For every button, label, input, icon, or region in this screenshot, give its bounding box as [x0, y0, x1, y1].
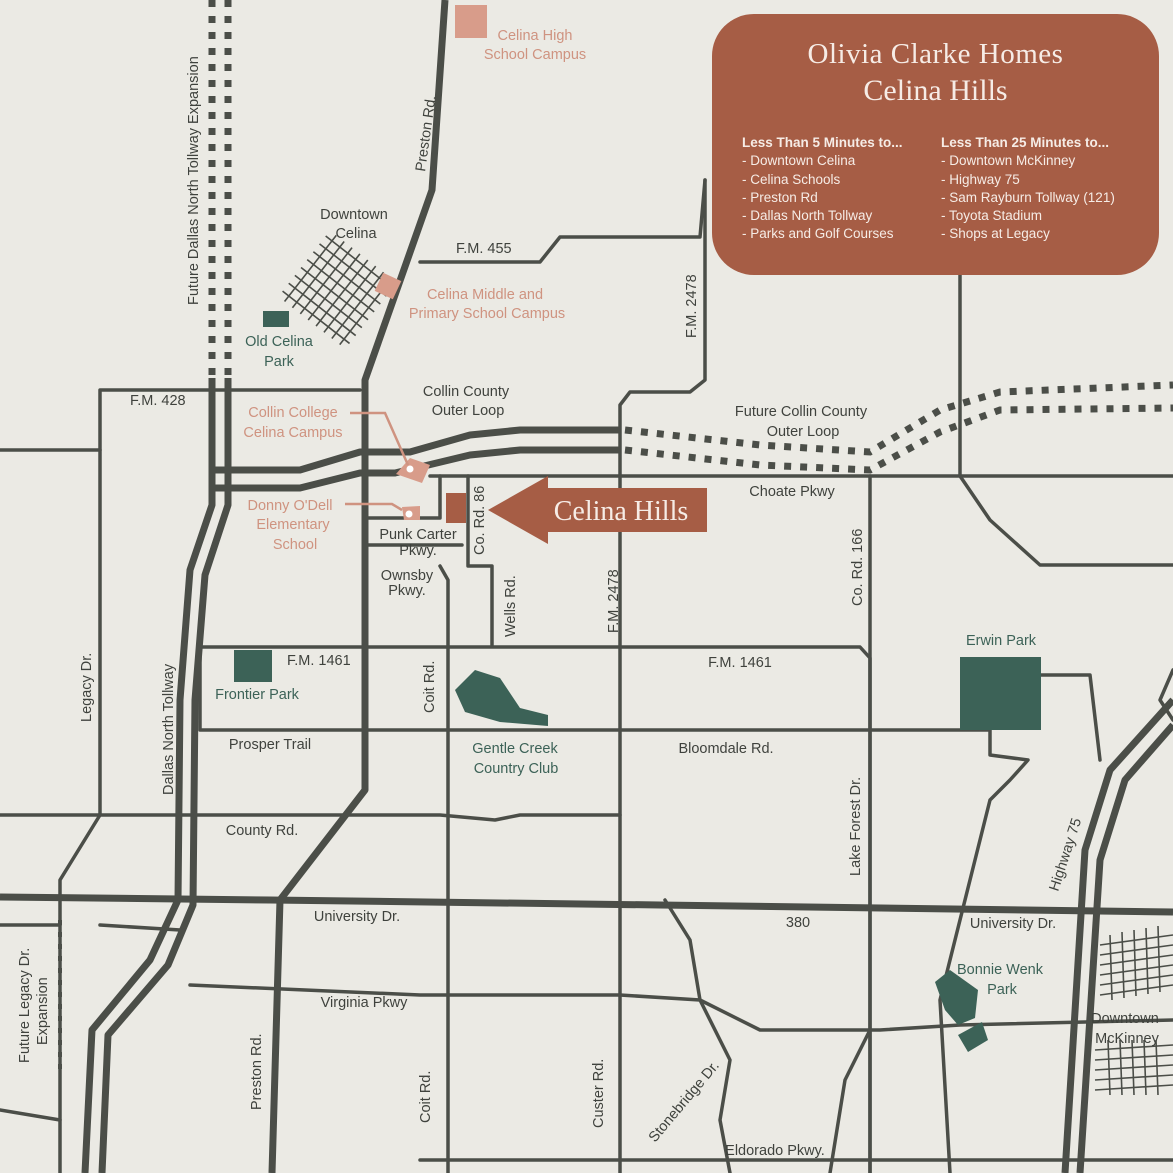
celina-hills-arrow-label: Celina Hills	[554, 496, 689, 527]
label-university-w: University Dr.	[314, 909, 400, 925]
list-item: - Highway 75	[941, 171, 1020, 187]
label-bonnie-wenk-2: Park	[987, 982, 1018, 998]
label-future-legacy-2: Expansion	[35, 977, 51, 1045]
bonnie-wenk-park[interactable]	[935, 970, 988, 1052]
label-coit-n: Coit Rd.	[422, 661, 438, 713]
label-gentle-creek: Gentle Creek	[472, 741, 558, 757]
label-cr86: Co. Rd. 86	[472, 486, 488, 555]
old-celina-park[interactable]	[263, 311, 289, 327]
label-fm2478-s: F.M. 2478	[606, 569, 622, 633]
label-punk-carter: Punk Carter	[379, 527, 457, 543]
label-celina-middle-2: Primary School Campus	[409, 306, 565, 322]
label-university-e: University Dr.	[970, 916, 1056, 932]
label-highway75: Highway 75	[1047, 816, 1086, 893]
label-coit-s: Coit Rd.	[418, 1071, 434, 1123]
label-lake-forest: Lake Forest Dr.	[848, 777, 864, 876]
label-380: 380	[786, 915, 810, 931]
future-roads	[58, 0, 1173, 1070]
label-collin-college-2: Celina Campus	[243, 425, 342, 441]
label-old-celina-park: Old Celina	[245, 334, 314, 350]
elementary-leader-line	[345, 502, 403, 512]
community-title: Celina Hills	[863, 74, 1008, 107]
college-leader-line	[350, 411, 410, 466]
label-fm428: F.M. 428	[130, 393, 186, 409]
list-item: - Toyota Stadium	[941, 208, 1043, 224]
label-downtown-celina-2: Celina	[335, 226, 377, 242]
label-future-outer-loop-2: Outer Loop	[767, 424, 840, 440]
celina-high-school-marker[interactable]	[455, 5, 487, 38]
downtown-mckinney-grid	[1094, 925, 1173, 1096]
label-old-celina-park-2: Park	[264, 354, 295, 370]
label-legacy: Legacy Dr.	[79, 653, 95, 722]
list-item: - Dallas North Tollway	[742, 208, 873, 224]
label-punk-carter-2: Pkwy.	[399, 543, 437, 559]
list-item: - Sam Rayburn Tollway (121)	[941, 189, 1115, 205]
label-fm2478-n: F.M. 2478	[684, 274, 700, 338]
five-minute-list: Less Than 5 Minutes to... - Downtown Cel…	[742, 134, 903, 244]
roads	[0, 178, 1173, 1173]
label-future-legacy: Future Legacy Dr.	[17, 948, 33, 1063]
label-fm1461-w: F.M. 1461	[287, 653, 351, 669]
label-collin-college: Collin College	[248, 405, 337, 421]
info-box: Olivia Clarke Homes Celina Hills Less Th…	[712, 14, 1159, 275]
label-county: County Rd.	[226, 823, 299, 839]
list-item: - Celina Schools	[742, 171, 841, 187]
label-stonebridge: Stonebridge Dr.	[646, 1058, 723, 1145]
label-frontier-park: Frontier Park	[215, 687, 300, 703]
collin-college-dot	[406, 465, 414, 473]
list-item: - Shops at Legacy	[941, 226, 1050, 242]
label-virginia: Virginia Pkwy	[321, 995, 409, 1011]
label-ownsby-2: Pkwy.	[388, 583, 426, 599]
celina-middle-school-marker[interactable]	[374, 272, 402, 300]
list-item: - Preston Rd	[742, 189, 818, 205]
label-downtown-celina: Downtown	[320, 207, 388, 223]
list-item: - Downtown Celina	[742, 153, 856, 169]
label-future-outer-loop: Future Collin County	[735, 404, 868, 420]
label-prosper: Prosper Trail	[229, 737, 311, 753]
erwin-park[interactable]	[960, 657, 1041, 730]
label-outer-loop: Collin County	[423, 384, 510, 400]
label-future-dnt: Future Dallas North Tollway Expansion	[186, 56, 202, 305]
label-bonnie-wenk: Bonnie Wenk	[957, 962, 1044, 978]
label-fm1461-e: F.M. 1461	[708, 655, 772, 671]
label-elementary-2: Elementary	[256, 517, 330, 533]
label-elementary-3: School	[273, 537, 317, 553]
list-item: - Downtown McKinney	[941, 153, 1076, 169]
label-bloomdale: Bloomdale Rd.	[678, 741, 773, 757]
label-ownsby: Ownsby	[381, 568, 434, 584]
celina-hills-arrow[interactable]	[488, 476, 707, 544]
brand-name: Olivia Clarke Homes	[807, 38, 1064, 70]
label-elementary: Donny O'Dell	[248, 498, 333, 514]
celina-hills-site[interactable]	[446, 493, 466, 523]
label-preston-s: Preston Rd.	[249, 1033, 265, 1110]
label-outer-loop-2: Outer Loop	[432, 403, 505, 419]
five-minute-heading: Less Than 5 Minutes to...	[742, 135, 903, 150]
gentle-creek-country-club[interactable]	[455, 670, 548, 726]
label-eldorado: Eldorado Pkwy.	[725, 1143, 825, 1159]
label-choate: Choate Pkwy	[749, 484, 835, 500]
label-gentle-creek-2: Country Club	[474, 761, 559, 777]
label-cr166: Co. Rd. 166	[850, 529, 866, 606]
twenty-five-minute-list: Less Than 25 Minutes to... - Downtown Mc…	[941, 134, 1115, 244]
label-downtown-mckinney-2: McKinney	[1095, 1031, 1159, 1047]
list-item: - Parks and Golf Courses	[742, 226, 894, 242]
label-dnt: Dallas North Tollway	[161, 663, 177, 795]
label-downtown-mckinney: Downtown	[1091, 1011, 1159, 1027]
label-celina-high: Celina High	[498, 28, 573, 44]
label-celina-high-2: School Campus	[484, 47, 586, 63]
downtown-celina-grid	[282, 234, 394, 346]
twenty-five-minute-heading: Less Than 25 Minutes to...	[941, 135, 1110, 150]
frontier-park[interactable]	[234, 650, 272, 682]
label-fm455: F.M. 455	[456, 241, 512, 257]
label-celina-middle: Celina Middle and	[427, 287, 543, 303]
label-erwin-park: Erwin Park	[966, 633, 1037, 649]
label-wells: Wells Rd.	[503, 575, 519, 637]
elementary-school-dot	[405, 510, 413, 518]
label-custer: Custer Rd.	[591, 1059, 607, 1128]
